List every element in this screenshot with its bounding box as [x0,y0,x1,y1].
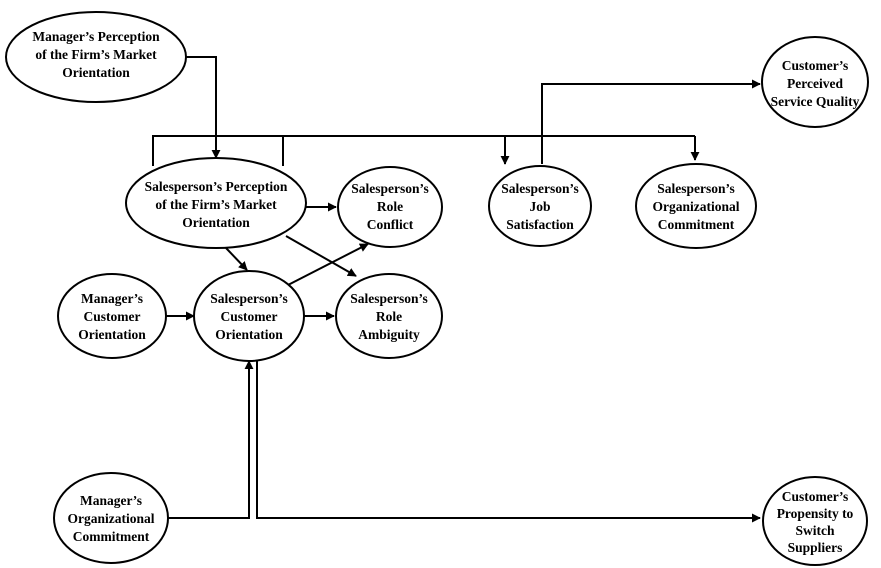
node-label-line: Job [529,199,550,214]
node-salesperson-role-conflict: Salesperson’s Role Conflict [337,166,443,248]
node-label-line: Salesperson’s [350,291,428,306]
edge-sp-market-to-role-ambiguity [285,235,357,277]
edge-mgr-org-commit-to-sp-cust-orient [162,360,254,519]
node-label-line: Manager’s [81,291,143,306]
node-ellipse [761,36,869,128]
edge-sp-cust-orient-to-role-conflict [287,243,369,286]
node-label-line: Customer [84,309,141,324]
node-label-line: Salesperson’s [657,181,735,196]
node-salesperson-customer-orientation: Salesperson’s Customer Orientation [193,270,305,362]
node-label-line: of the Firm’s Market [35,47,157,62]
node-label-line: Satisfaction [506,217,574,232]
node-label-line: Perceived [787,76,843,91]
node-ellipse [53,472,169,564]
node-label-line: Customer’s [782,58,848,73]
node-label-line: Orientation [215,327,283,342]
node-ellipse [762,476,868,566]
node-customer-propensity-to-switch: Customer’s Propensity to Switch Supplier… [762,476,868,566]
node-label-line: Orientation [182,215,250,230]
node-salesperson-job-satisfaction: Salesperson’s Job Satisfaction [488,165,592,247]
node-label-line: of the Firm’s Market [155,197,277,212]
node-label-line: Salesperson’s [501,181,579,196]
node-label-line: Role [377,199,403,214]
node-label-line: Salesperson’s Perception [145,179,288,194]
edge-bracket-top [152,135,695,166]
node-label-line: Commitment [658,217,735,232]
node-label-line: Propensity to [777,506,854,521]
node-label-line: Salesperson’s [351,181,429,196]
nodes: Manager’s Perception of the Firm’s Marke… [5,11,869,566]
node-salesperson-role-ambiguity: Salesperson’s Role Ambiguity [335,273,443,359]
node-customer-perceived-service-quality: Customer’s Perceived Service Quality [761,36,869,128]
node-label-line: Switch [795,523,834,538]
edge-mgr-market-to-sp-market [186,56,221,159]
node-label-line: Manager’s Perception [32,29,160,44]
node-label-line: Organizational [653,199,740,214]
node-ellipse [193,270,305,362]
node-ellipse [125,157,307,249]
node-label-line: Manager’s [80,493,142,508]
node-label-line: Orientation [78,327,146,342]
node-ellipse [335,273,443,359]
node-salesperson-perception-market-orientation: Salesperson’s Perception of the Firm’s M… [125,157,307,249]
node-ellipse [5,11,187,103]
node-ellipse [57,273,167,359]
node-label-line: Orientation [62,65,130,80]
node-label-line: Salesperson’s [210,291,288,306]
edge-job-sat-to-service-quality [541,79,761,164]
node-label-line: Service Quality [771,94,860,109]
node-manager-customer-orientation: Manager’s Customer Orientation [57,273,167,359]
node-label-line: Role [376,309,402,324]
node-ellipse [337,166,443,248]
node-manager-organizational-commitment: Manager’s Organizational Commitment [53,472,169,564]
edges [152,56,761,523]
node-label-line: Ambiguity [358,327,420,342]
edge-sp-cust-orient-to-propensity [256,361,761,523]
node-ellipse [488,165,592,247]
node-salesperson-organizational-commitment: Salesperson’s Organizational Commitment [635,163,757,249]
node-ellipse [635,163,757,249]
node-label-line: Customer [221,309,278,324]
node-manager-perception-market-orientation: Manager’s Perception of the Firm’s Marke… [5,11,187,103]
node-label-line: Commitment [73,529,150,544]
node-label-line: Conflict [367,217,414,232]
node-label-line: Organizational [68,511,155,526]
edge-sp-market-to-sp-cust-orient [225,247,248,271]
node-label-line: Suppliers [788,540,843,555]
node-label-line: Customer’s [782,489,848,504]
